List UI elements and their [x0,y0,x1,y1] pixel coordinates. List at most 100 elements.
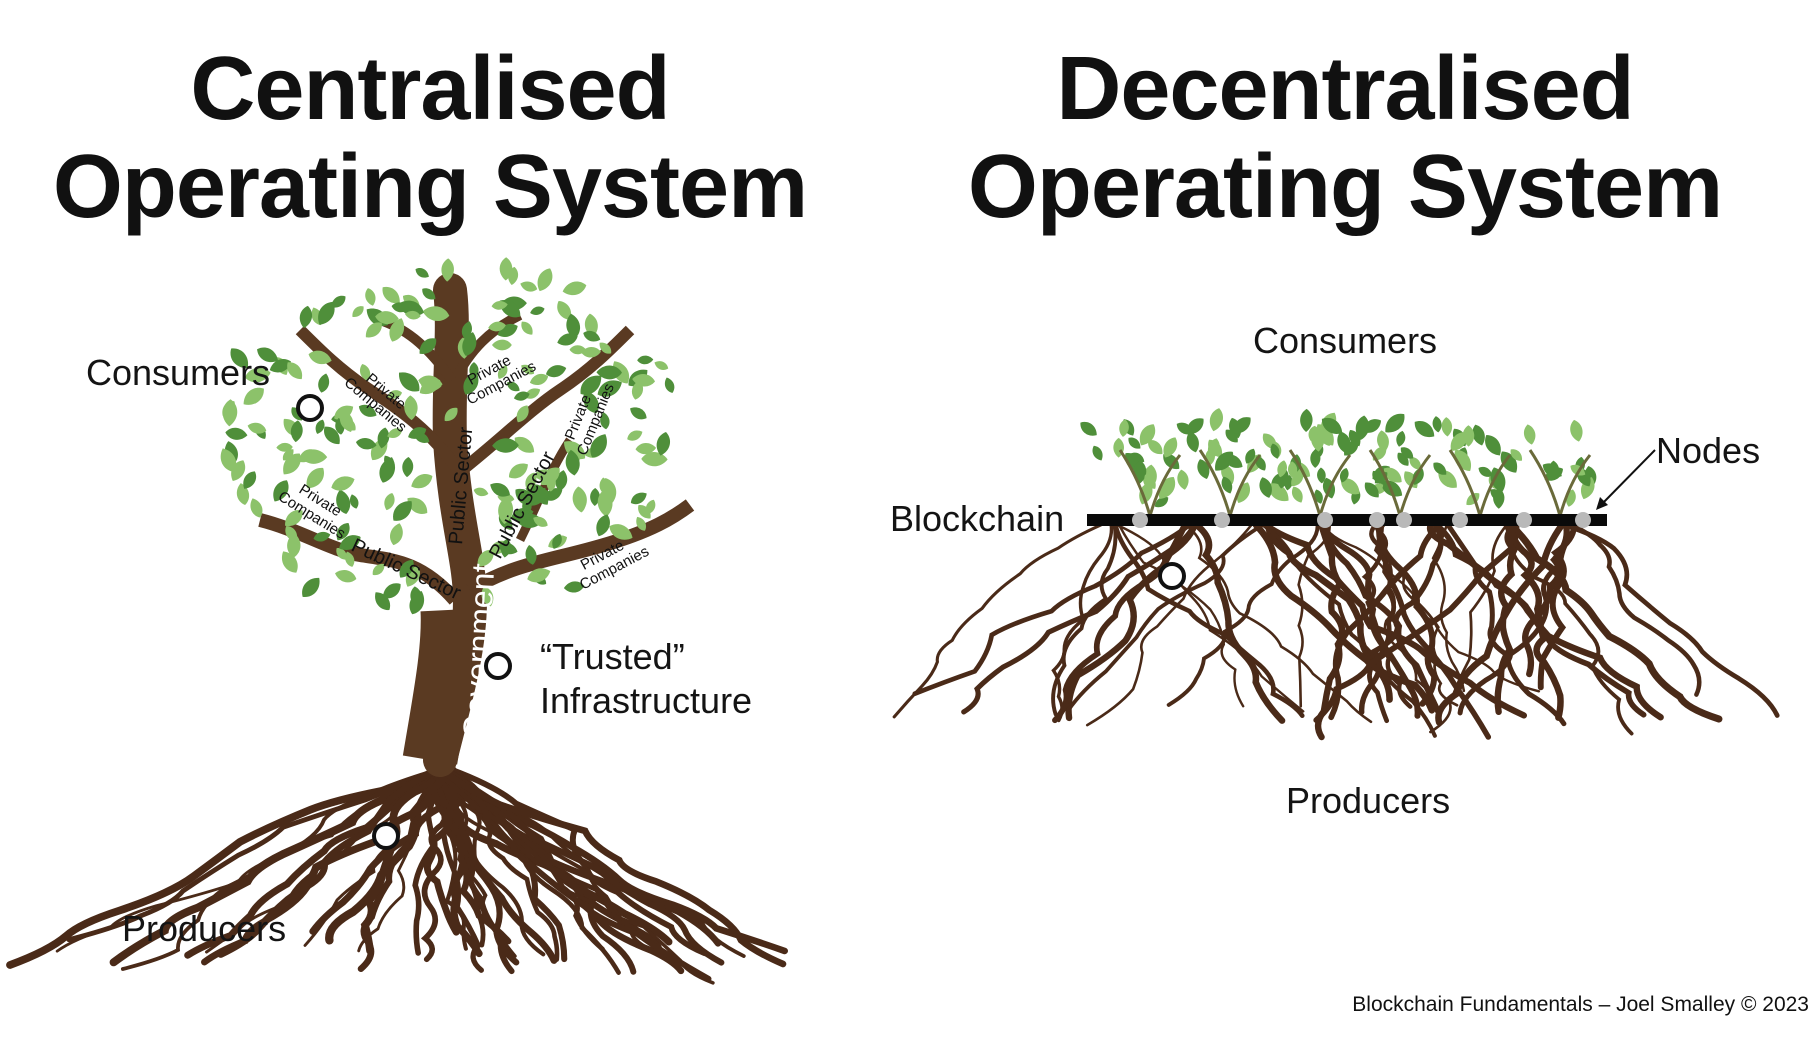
leaf-shape [1221,476,1233,494]
left-producers-label: Producers [122,908,287,949]
node-dot [1317,512,1333,528]
infrastructure-point-marker [484,652,512,680]
decentralised-title-line1: Decentralised [1056,39,1634,139]
leaf-shape [1268,483,1289,502]
root-strand [66,767,449,943]
leaf-shape [389,318,405,342]
leaf-shape [508,463,528,479]
leaf-shape [1339,467,1349,483]
leaf-shape [382,286,400,304]
leaf-shape [1277,460,1287,478]
leaf-shape [300,449,328,464]
leaf-shape [1270,443,1280,459]
leaf-shape [336,548,347,560]
leaf-shape [1288,461,1298,479]
leaf-shape [473,487,489,497]
leaf-shape [513,391,530,401]
leaf-shape [599,342,612,354]
right-consumers-label: Consumers [1253,320,1438,361]
leaf-shape [308,350,332,365]
root-strand [1117,523,1245,708]
root-strand [216,766,449,958]
root-strand [1193,521,1286,724]
leaf-shape [285,525,298,542]
leaf-shape [387,390,403,399]
root-strand [1116,523,1305,713]
leaf-shape [1383,467,1402,483]
sprout-stem [1288,449,1352,517]
leaf-shape [557,333,578,346]
leaf-shape [375,311,399,325]
leaf-shape [1177,469,1189,490]
leaf-shape [422,288,436,300]
root-strand [6,766,441,969]
centralised-tree-leaves [220,257,675,615]
node-dot [1369,512,1385,528]
branch-right-low [466,499,695,597]
leaf-shape [404,395,418,421]
leaf-shape [1291,486,1303,503]
sprout-stem [1198,449,1262,517]
leaf-shape [1472,424,1485,446]
root-strand [1367,522,1397,724]
leaf-shape [1317,467,1326,484]
leaf-shape [1245,448,1256,464]
nodes-label: Nodes [1656,430,1761,471]
leaf-shape [281,551,298,573]
leaf-shape [336,523,350,541]
leaf-shape [331,476,355,491]
leaf-shape [583,331,601,342]
branch-mid-right [515,437,574,543]
leaf-shape [220,448,237,472]
leaf-shape [481,586,494,607]
leaf-shape [414,432,430,443]
leaf-shape [372,563,385,576]
leaf-shape [1291,472,1304,487]
leaf-shape [324,426,340,445]
leaf-shape [498,542,518,555]
leaf-shape [250,498,263,518]
leaf-shape [463,372,479,395]
leaf-shape [656,432,671,456]
leaf-shape [630,407,647,420]
leaf-shape [1493,487,1505,509]
leaf-shape [1186,431,1199,453]
leaf-shape [1310,449,1321,468]
leaf-shape [1308,425,1318,442]
root-strand [436,767,468,951]
trusted-label-line2: Infrastructure [540,680,753,721]
leaf-shape [269,359,292,373]
root-strand [442,767,546,957]
leaf-shape [545,365,567,378]
leaf-shape [514,436,535,453]
leaf-shape [1215,451,1234,471]
leaf-shape [418,375,443,389]
leaf-shape [507,381,520,392]
leaf-shape [521,321,533,335]
leaf-shape [1396,430,1406,447]
leaf-shape [477,549,494,567]
leaf-shape [492,438,519,453]
leaf-shape [583,390,599,414]
leaf-shape [230,348,249,369]
tree-trunk-base [402,608,476,765]
leaf-shape [318,373,330,393]
blockchain-nodes [1132,512,1591,528]
leaf-shape [654,361,669,371]
root-strand [1503,523,1634,736]
leaf-shape [276,442,293,452]
leaf-shape [313,531,331,542]
leaf-shape [1364,482,1379,498]
leaf-shape [393,501,412,521]
decentralised-title-line2: Operating System [967,137,1723,237]
leaf-shape [537,268,553,292]
leaf-shape [581,347,601,358]
leaf-shape [407,497,428,514]
leaf-shape [533,516,548,527]
root-strand [1052,522,1198,724]
leaf-shape [1432,416,1442,433]
leaf-shape [339,535,361,550]
root-strand [1166,523,1320,707]
leaf-shape [1433,462,1447,475]
